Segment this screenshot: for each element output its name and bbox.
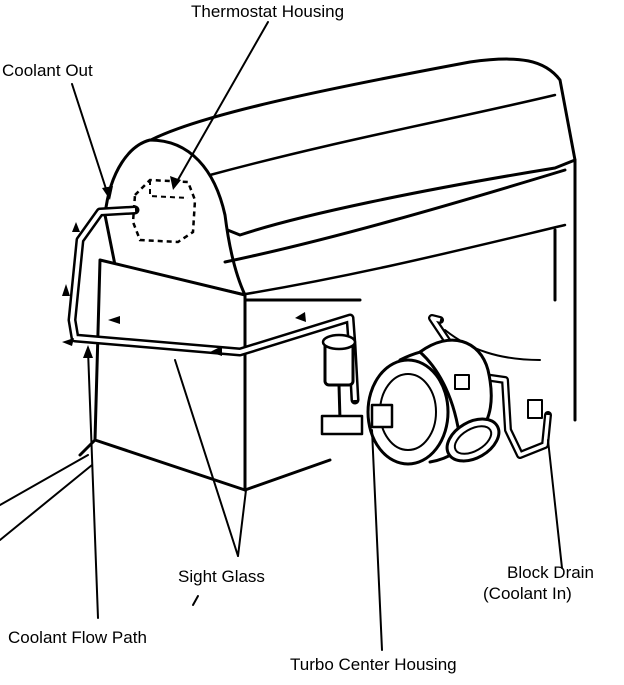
label-thermostat-housing: Thermostat Housing [191, 2, 344, 21]
turbocharger [320, 333, 543, 466]
label-block-drain: Block Drain [507, 563, 594, 582]
label-turbo-center-housing: Turbo Center Housing [290, 655, 457, 674]
label-sight-glass: Sight Glass [178, 567, 265, 586]
labels: Thermostat Housing Coolant Out Sight Gla… [2, 2, 594, 674]
label-coolant-out: Coolant Out [2, 61, 93, 80]
coolant-flow-tube [62, 205, 552, 459]
engine-block [78, 57, 577, 492]
label-coolant-flow-path: Coolant Flow Path [8, 628, 147, 647]
leader-lines [0, 21, 563, 651]
label-coolant-in: (Coolant In) [483, 584, 572, 603]
thermostat-housing-shape [131, 178, 197, 244]
